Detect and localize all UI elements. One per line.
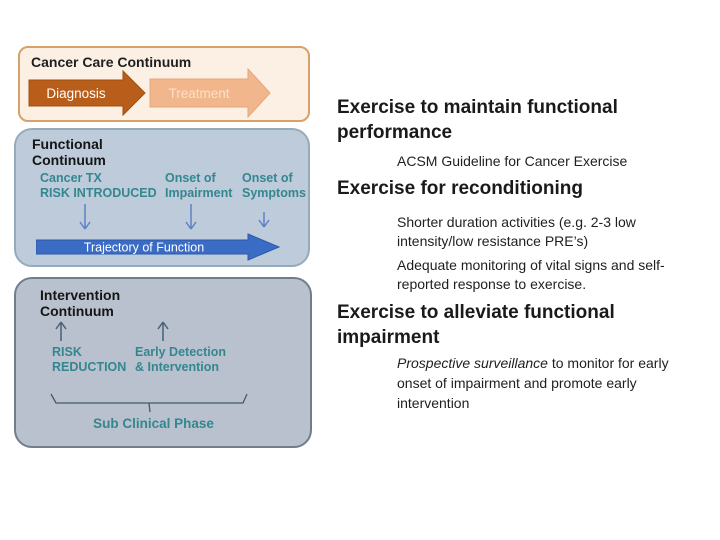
down-arrows-graphic [79, 204, 270, 230]
intervention-title-line1: Intervention [40, 287, 121, 303]
surveillance-italic-lead: Prospective surveillance [397, 355, 548, 371]
acsm-guideline-text: ACSM Guideline for Cancer Exercise [397, 153, 628, 169]
diagnosis-arrow-label: Diagnosis [46, 86, 106, 101]
milestone-cancer-tx: Cancer TX RISK INTRODUCED [40, 171, 157, 201]
exercise-guidance-panel: Exercise to maintain functional performa… [337, 95, 697, 413]
strategy-risk-reduction: RISK REDUCTION [52, 345, 126, 375]
treatment-arrow-label: Treatment [168, 86, 229, 101]
strategy-line: RISK [52, 345, 82, 359]
milestone-onset-impairment: Onset of Impairment [165, 171, 232, 201]
milestone-onset-symptoms: Onset of Symptoms [242, 171, 306, 201]
functional-title-line2: Continuum [32, 152, 106, 168]
sub-clinical-phase-label: Sub Clinical Phase [93, 416, 214, 431]
intervention-title: Intervention Continuum [40, 287, 120, 319]
treatment-arrow [149, 68, 271, 119]
heading-maintain-performance: Exercise to maintain functional performa… [337, 97, 618, 143]
bracket-shape [50, 393, 248, 413]
strategy-early-detection: Early Detection & Intervention [135, 345, 226, 375]
milestone-line: Cancer TX [40, 171, 102, 185]
cancer-care-continuum-box: Cancer Care Continuum Diagnosis Treatmen… [18, 46, 310, 122]
trajectory-arrow-label: Trajectory of Function [84, 241, 204, 255]
heading-alleviate-impairment: Exercise to alleviate functional impairm… [337, 302, 615, 348]
cancer-care-title: Cancer Care Continuum [31, 54, 192, 70]
trajectory-arrow [36, 233, 281, 261]
trajectory-arrow-graphic: Trajectory of Function [36, 233, 281, 261]
intervention-title-line2: Continuum [40, 303, 114, 319]
up-arrows-and-bracket-graphic [50, 321, 248, 413]
milestone-line: Onset of [242, 171, 293, 185]
down-arrow-icon [185, 204, 197, 230]
milestone-line: Impairment [165, 186, 233, 200]
intervention-continuum-box: Intervention Continuum RISK REDUCTION Ea… [14, 277, 312, 448]
up-arrow-icon [157, 321, 169, 341]
strategy-line: REDUCTION [52, 360, 127, 374]
functional-continuum-box: Functional Continuum Cancer TX RISK INTR… [14, 128, 310, 267]
down-arrow-icon [79, 204, 91, 230]
milestone-line: RISK INTRODUCED [40, 186, 157, 200]
functional-title-line1: Functional [32, 136, 103, 152]
up-arrow-icon [55, 321, 67, 341]
surveillance-text: Prospective surveillance to monitor for … [397, 353, 697, 413]
milestone-line: Symptoms [242, 186, 306, 200]
care-arrows-graphic: Diagnosis Treatment [28, 68, 271, 119]
reconditioning-item-monitoring: Adequate monitoring of vital signs and s… [397, 257, 665, 292]
functional-title: Functional Continuum [32, 136, 106, 168]
strategy-line: Early Detection [135, 345, 227, 359]
surveillance-rest: to monitor for early onset of impairment… [397, 355, 669, 411]
reconditioning-item-duration: Shorter duration activities (e.g. 2-3 lo… [397, 214, 636, 249]
strategy-line: & Intervention [135, 360, 220, 374]
heading-reconditioning: Exercise for reconditioning [337, 178, 583, 199]
down-arrow-icon [258, 212, 270, 228]
diagnosis-arrow [28, 69, 146, 117]
milestone-line: Onset of [165, 171, 216, 185]
